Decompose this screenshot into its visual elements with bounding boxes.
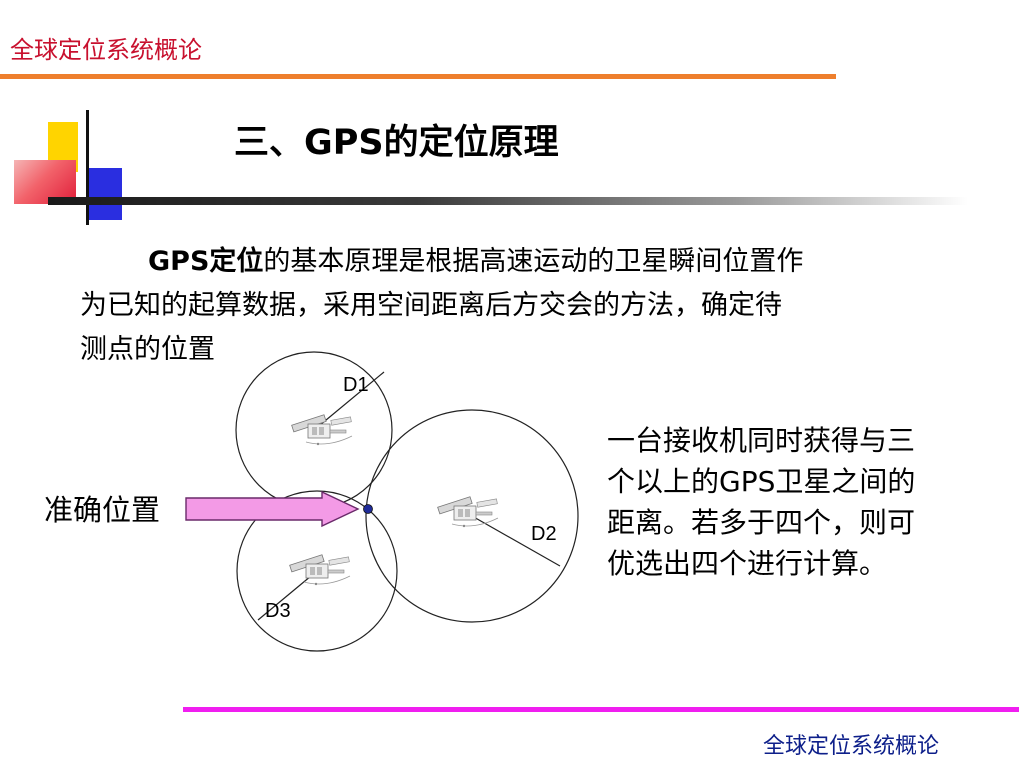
side-note: 一台接收机同时获得与三 个以上的GPS卫星之间的 距离。若多于四个，则可 优选出…: [607, 420, 997, 584]
side-note-line-2: 个以上的GPS卫星之间的: [607, 465, 916, 498]
intro-line-1: GPS定位的基本原理是根据高速运动的卫星瞬间位置作: [80, 240, 975, 284]
intro-line-3: 测点的位置: [80, 334, 215, 365]
side-note-line-1: 一台接收机同时获得与三: [607, 424, 916, 457]
decor-vertical-line: [86, 110, 89, 225]
position-label: 准确位置: [44, 493, 161, 527]
position-point: [363, 504, 373, 514]
page-title: 三、GPS的定位原理: [234, 123, 559, 163]
satellite-icon: [289, 554, 351, 586]
decor-red-square: [14, 160, 76, 204]
side-note-line-3: 距离。若多于四个，则可: [607, 506, 916, 539]
intro-lead: GPS定位: [148, 246, 264, 277]
range-circle-2: [365, 409, 579, 623]
radius-d2: [471, 515, 561, 567]
footer-divider: [183, 707, 1019, 712]
intro-line-2: 为已知的起算数据，采用空间距离后方交会的方法，确定待: [80, 290, 782, 321]
header-divider: [0, 74, 836, 79]
range-circle-3: [236, 490, 398, 652]
satellite-icon: [437, 496, 499, 528]
header-title: 全球定位系统概论: [10, 36, 202, 64]
label-d3: D3: [265, 600, 291, 622]
label-d2: D2: [531, 523, 557, 545]
label-d1: D1: [343, 374, 369, 396]
decor-blue-square: [86, 168, 122, 220]
radius-d3: [257, 570, 318, 621]
intro-paragraph: GPS定位的基本原理是根据高速运动的卫星瞬间位置作 为已知的起算数据，采用空间距…: [80, 240, 975, 372]
footer-title: 全球定位系统概论: [763, 734, 940, 759]
title-underline: [48, 197, 968, 205]
satellite-icon: [291, 414, 353, 446]
intro-line-1-rest: 的基本原理是根据高速运动的卫星瞬间位置作: [263, 246, 804, 277]
position-arrow: [185, 490, 360, 528]
side-note-line-4: 优选出四个进行计算。: [607, 547, 888, 580]
